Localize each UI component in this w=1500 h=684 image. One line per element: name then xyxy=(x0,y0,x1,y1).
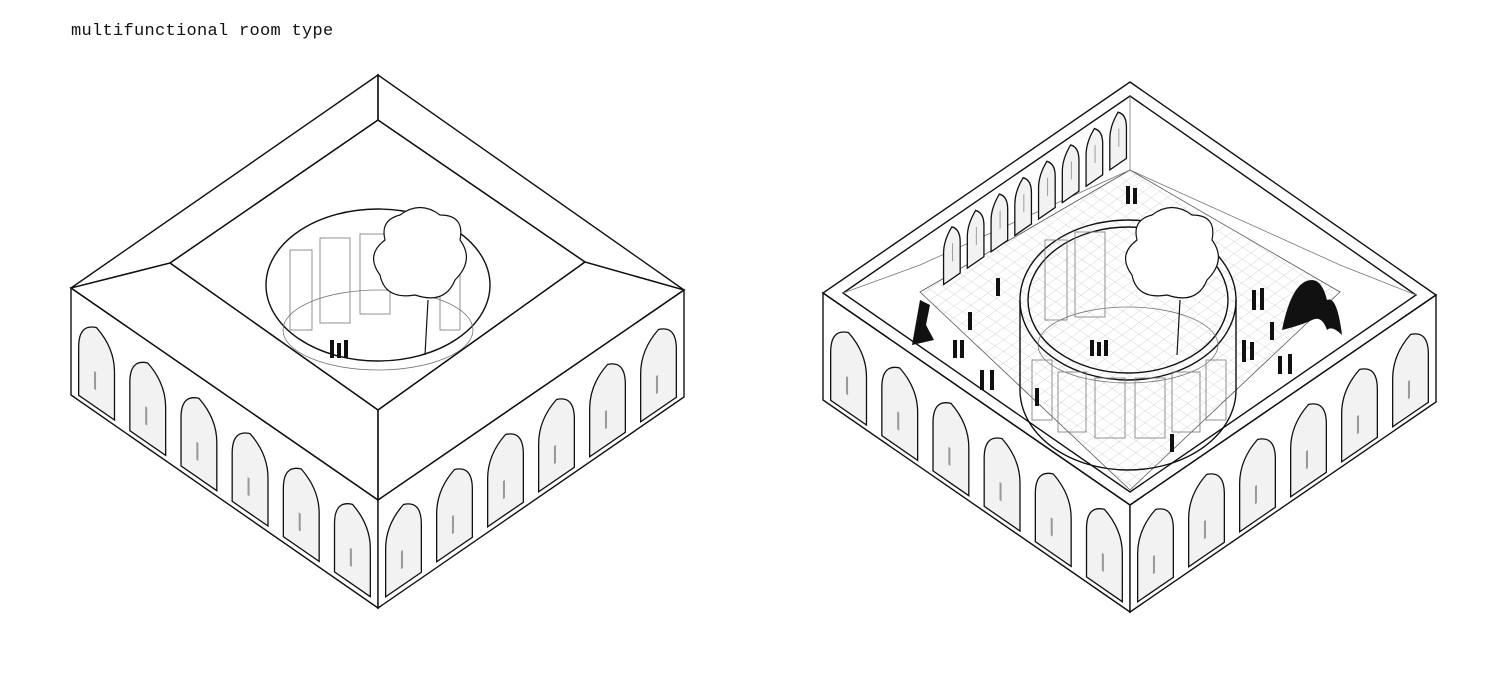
ghost-figure xyxy=(655,374,658,395)
ghost-figure xyxy=(1094,144,1096,164)
right-wall-face xyxy=(377,288,685,610)
arch-window xyxy=(1062,139,1079,202)
ghost-figure xyxy=(999,481,1002,502)
ghost-figure xyxy=(94,370,97,391)
arch-window xyxy=(130,351,166,456)
courtyard-floor xyxy=(282,289,474,371)
ghost-figure xyxy=(1203,519,1206,540)
building-exterior-roof xyxy=(70,73,685,610)
sculpture-icon xyxy=(912,280,1342,345)
arch-window xyxy=(641,317,677,422)
arch-window xyxy=(335,492,371,597)
ghost-figure xyxy=(1152,554,1155,575)
tree-icon xyxy=(1125,206,1219,356)
arch-window xyxy=(1039,156,1056,219)
arch-window xyxy=(984,426,1020,531)
roof-slope-nw xyxy=(70,73,379,289)
arch-window xyxy=(1035,462,1071,567)
arch-window xyxy=(831,320,867,425)
ghost-figure xyxy=(897,411,900,431)
ghost-figure xyxy=(196,441,199,461)
ghost-figure xyxy=(1356,414,1359,435)
ghost-figure xyxy=(1050,517,1053,537)
arch-window xyxy=(944,221,961,284)
arch-window xyxy=(1342,357,1378,462)
arch-window xyxy=(1138,497,1174,602)
arch-window xyxy=(488,422,524,527)
page-title: multifunctional room type xyxy=(71,22,334,41)
arcade-left xyxy=(831,320,1123,601)
ghost-figure xyxy=(1254,484,1257,505)
ghost-figure xyxy=(952,242,954,262)
arch-window xyxy=(1240,427,1276,532)
ghost-figure xyxy=(553,444,556,465)
interior-floor xyxy=(919,169,1341,491)
rotunda-top xyxy=(1019,219,1237,381)
arcade-right xyxy=(1138,322,1429,602)
arch-window xyxy=(386,492,422,597)
ghost-figure xyxy=(1118,128,1120,148)
ghost-figure xyxy=(1070,161,1072,180)
ghost-figure xyxy=(846,375,849,396)
left-wall-face xyxy=(70,286,379,610)
arch-window xyxy=(882,356,918,461)
courtyard-opening xyxy=(265,208,491,362)
rotunda-wall xyxy=(1019,300,1237,471)
arch-window xyxy=(590,352,626,457)
ghost-figure xyxy=(999,210,1001,229)
ghost-figure xyxy=(975,226,977,246)
arch-window xyxy=(232,421,268,526)
arcade-back xyxy=(944,106,1127,284)
ghost-figure xyxy=(1101,552,1104,572)
ghost-figure xyxy=(502,479,505,500)
arch-window xyxy=(991,188,1008,251)
ghost-figure xyxy=(247,476,250,497)
ghost-figure xyxy=(948,446,951,466)
ghost-figure xyxy=(1023,193,1025,213)
ghost-figure xyxy=(400,549,403,570)
ghost-figure xyxy=(451,514,454,535)
arch-window xyxy=(967,205,984,268)
ghost-figure xyxy=(298,512,301,532)
arch-window xyxy=(1110,106,1127,169)
building-interior-open xyxy=(823,82,1436,612)
tree-icon xyxy=(373,206,467,356)
rotunda-floor xyxy=(1037,306,1219,384)
ghost-figure xyxy=(604,409,607,430)
people-figures xyxy=(953,186,1292,452)
arch-window xyxy=(437,457,473,562)
arch-window xyxy=(539,387,575,492)
arch-window xyxy=(79,315,115,420)
ghost-figure xyxy=(1407,379,1410,400)
arch-window xyxy=(1291,392,1327,497)
ghost-figure xyxy=(1047,177,1049,197)
arch-window xyxy=(181,386,217,491)
ghost-figure xyxy=(1305,449,1308,470)
ghost-figure xyxy=(145,406,148,426)
arcade-left xyxy=(79,315,371,596)
arch-window xyxy=(1086,123,1103,186)
inner-roof xyxy=(168,119,587,411)
arch-window xyxy=(1015,172,1032,235)
inner-ceiling-lines xyxy=(842,96,1417,296)
arch-window xyxy=(1189,462,1225,567)
wall-top-inner xyxy=(841,95,1418,493)
rotunda-windows xyxy=(1031,231,1227,439)
arch-window xyxy=(1393,322,1429,427)
ghost-figure xyxy=(349,547,352,567)
arcade-right xyxy=(386,317,677,597)
people-figures xyxy=(330,340,348,358)
roof-outline xyxy=(821,81,1438,506)
arch-window xyxy=(933,391,969,496)
arch-window xyxy=(1087,497,1123,602)
arch-window xyxy=(283,457,319,562)
